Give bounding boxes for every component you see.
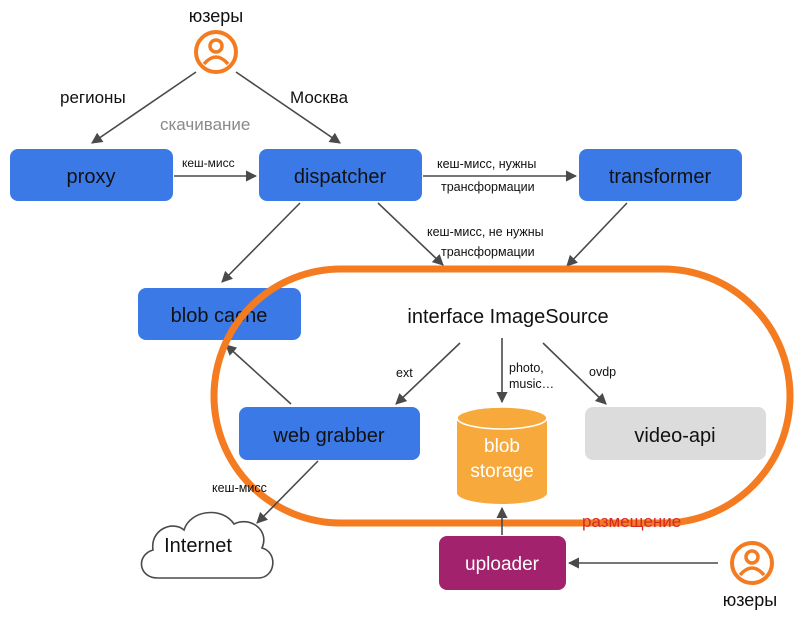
dispatcher-label: dispatcher <box>294 166 387 188</box>
image-source-label: interface ImageSource <box>407 306 608 328</box>
users-top-label: юзеры <box>189 6 244 26</box>
user-icon-top <box>194 30 238 74</box>
label-regions: регионы <box>60 88 126 107</box>
label-ext: ext <box>396 366 413 380</box>
label-cache-miss-proxy: кеш-мисс <box>182 156 235 170</box>
uploader-label: uploader <box>465 554 540 575</box>
label-transform-2: трансформации <box>441 180 535 194</box>
proxy-node: proxy <box>10 149 173 201</box>
arrow-users-proxy <box>91 71 197 144</box>
label-photo: photo, <box>509 361 544 375</box>
arrow-dispatcher-imagesource <box>377 202 444 266</box>
blob-cache-node: blob cache <box>138 288 301 340</box>
internet-cloud: Internet <box>140 511 274 579</box>
arrow-imagesource-videoapi <box>542 342 607 405</box>
video-api-node: video-api <box>585 407 766 460</box>
label-music: music… <box>509 377 554 391</box>
label-no-transform-2: трансформации <box>441 245 535 259</box>
blob-storage-label-1: blob <box>484 436 520 457</box>
arrow-webgrabber-blobcache <box>225 344 292 405</box>
proxy-label: proxy <box>67 166 116 188</box>
arrow-imagesource-webgrabber <box>395 342 461 405</box>
label-cache-miss-internet: кеш-мисс <box>212 481 267 495</box>
video-api-label: video-api <box>634 425 715 447</box>
arrow-webgrabber-internet <box>256 460 319 524</box>
label-transform-1: кеш-мисс, нужны <box>437 157 536 171</box>
transformer-label: transformer <box>609 166 712 188</box>
internet-label: Internet <box>164 535 232 557</box>
users-bottom-label: юзеры <box>723 590 778 610</box>
arrow-users-dispatcher <box>235 71 341 144</box>
label-download: скачивание <box>160 115 250 134</box>
user-icon-bottom <box>730 541 774 585</box>
transformer-node: transformer <box>579 149 742 201</box>
label-placement: размещение <box>582 512 681 531</box>
web-grabber-label: web grabber <box>272 425 385 447</box>
arrow-transformer-imagesource <box>566 202 628 267</box>
label-ovdp: ovdp <box>589 365 616 379</box>
label-moscow: Москва <box>290 88 349 107</box>
dispatcher-node: dispatcher <box>259 149 422 201</box>
blob-storage-label-2: storage <box>470 461 533 482</box>
blob-storage-node: blob storage <box>456 406 548 504</box>
web-grabber-node: web grabber <box>239 407 420 460</box>
label-no-transform-1: кеш-мисс, не нужны <box>427 225 544 239</box>
uploader-node: uploader <box>439 536 566 590</box>
arrow-dispatcher-blobcache <box>221 202 301 283</box>
